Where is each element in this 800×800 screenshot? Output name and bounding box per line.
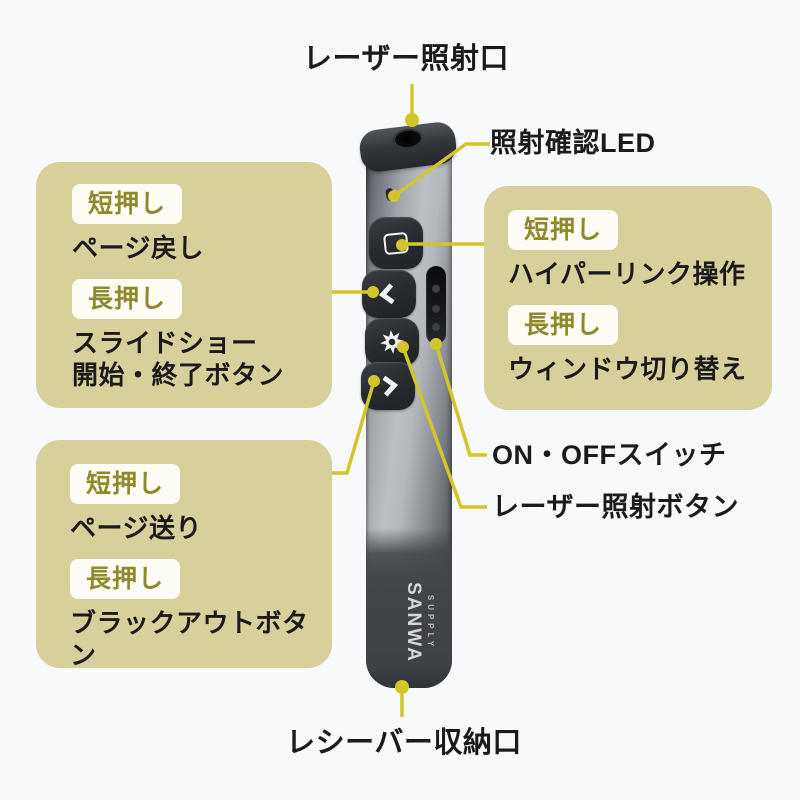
laser-emit-button — [365, 318, 419, 366]
long-press-badge: 長押し — [72, 278, 183, 319]
callout-page-forward: 短押し ページ送り 長押し ブラックアウトボタン — [36, 440, 332, 670]
label-laser-port: レーザー照射口 — [303, 43, 509, 75]
power-switch — [426, 266, 446, 344]
long-press-action: スライドショー 開始・終了ボタン — [72, 327, 314, 392]
long-press-action-line1: スライドショー — [72, 327, 258, 358]
page-forward-button — [361, 362, 415, 410]
short-press-badge: 短押し — [72, 184, 183, 224]
long-press-action: ブラックアウトボタン — [70, 607, 309, 671]
long-press-badge: 長押し — [508, 304, 619, 345]
short-press-badge: 短押し — [508, 210, 619, 250]
label-receiver-slot: レシーバー収納口 — [286, 727, 522, 759]
label-led: 照射確認LED — [490, 128, 656, 158]
short-press-action: ページ戻し — [72, 233, 204, 263]
short-press-badge: 短押し — [70, 464, 181, 504]
page-back-button — [362, 270, 416, 318]
label-laser-button: レーザー照射ボタン — [492, 492, 739, 522]
laser-burst-icon — [380, 330, 404, 354]
label-on-off-switch: ON・OFFスイッチ — [492, 440, 727, 470]
switch-ridge — [432, 322, 440, 330]
chevron-left-icon — [378, 283, 395, 305]
device-lower-shell — [366, 528, 452, 688]
long-press-action-line2: 開始・終了ボタン — [72, 360, 285, 390]
short-press-action: ハイパーリンク操作 — [508, 259, 746, 289]
hyperlink-button — [369, 217, 423, 269]
switch-ridge — [432, 304, 440, 312]
callout-page-back: 短押し ページ戻し 長押し スライドショー 開始・終了ボタン — [36, 162, 332, 408]
brand-primary-text: SANWA — [403, 582, 424, 663]
switch-ridge — [432, 284, 440, 292]
long-press-action: ウィンドウ切り替え — [508, 353, 747, 384]
brand-secondary-text: SUPPLY — [426, 594, 435, 651]
brand-logo: SUPPLY SANWA — [374, 570, 435, 675]
hyperlink-screen-icon — [382, 231, 410, 255]
callout-hyperlink: 短押し ハイパーリンク操作 長押し ウィンドウ切り替え — [484, 186, 772, 410]
short-press-action: ページ送り — [70, 513, 202, 543]
long-press-badge: 長押し — [70, 558, 181, 599]
chevron-right-icon — [382, 375, 399, 397]
